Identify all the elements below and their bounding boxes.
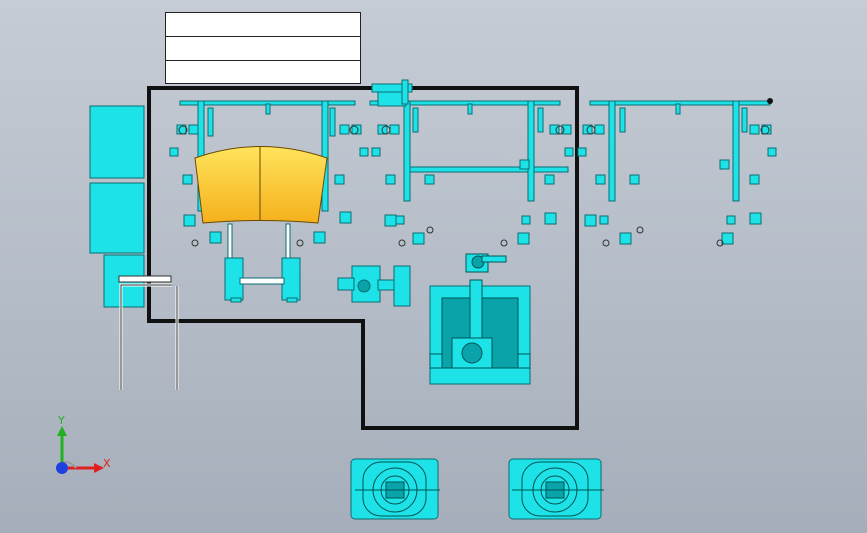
drive-unit[interactable] <box>371 79 413 107</box>
view-triad-icon <box>56 426 104 474</box>
rail-end-marker <box>767 98 773 104</box>
entry-guard-rails <box>118 275 179 390</box>
fixture-support-frame[interactable] <box>224 223 301 303</box>
x-axis-label: X <box>103 457 111 470</box>
cell-fence-outline <box>147 86 579 430</box>
robot-station-main[interactable] <box>429 253 531 385</box>
cabinet-top <box>89 105 145 179</box>
positioner-right[interactable] <box>508 458 604 520</box>
bolt-markers <box>178 125 770 247</box>
title-block-row-2 <box>166 37 360 61</box>
title-block-row-1 <box>166 13 360 37</box>
title-block-table <box>165 12 361 84</box>
control-cabinet-group[interactable] <box>89 105 145 308</box>
servo-gun-unit[interactable] <box>337 265 411 307</box>
cabinet-middle <box>89 182 145 254</box>
y-axis-label: Y <box>57 414 65 427</box>
positioner-left[interactable] <box>350 458 440 520</box>
yellow-fixture-panel <box>194 146 328 224</box>
